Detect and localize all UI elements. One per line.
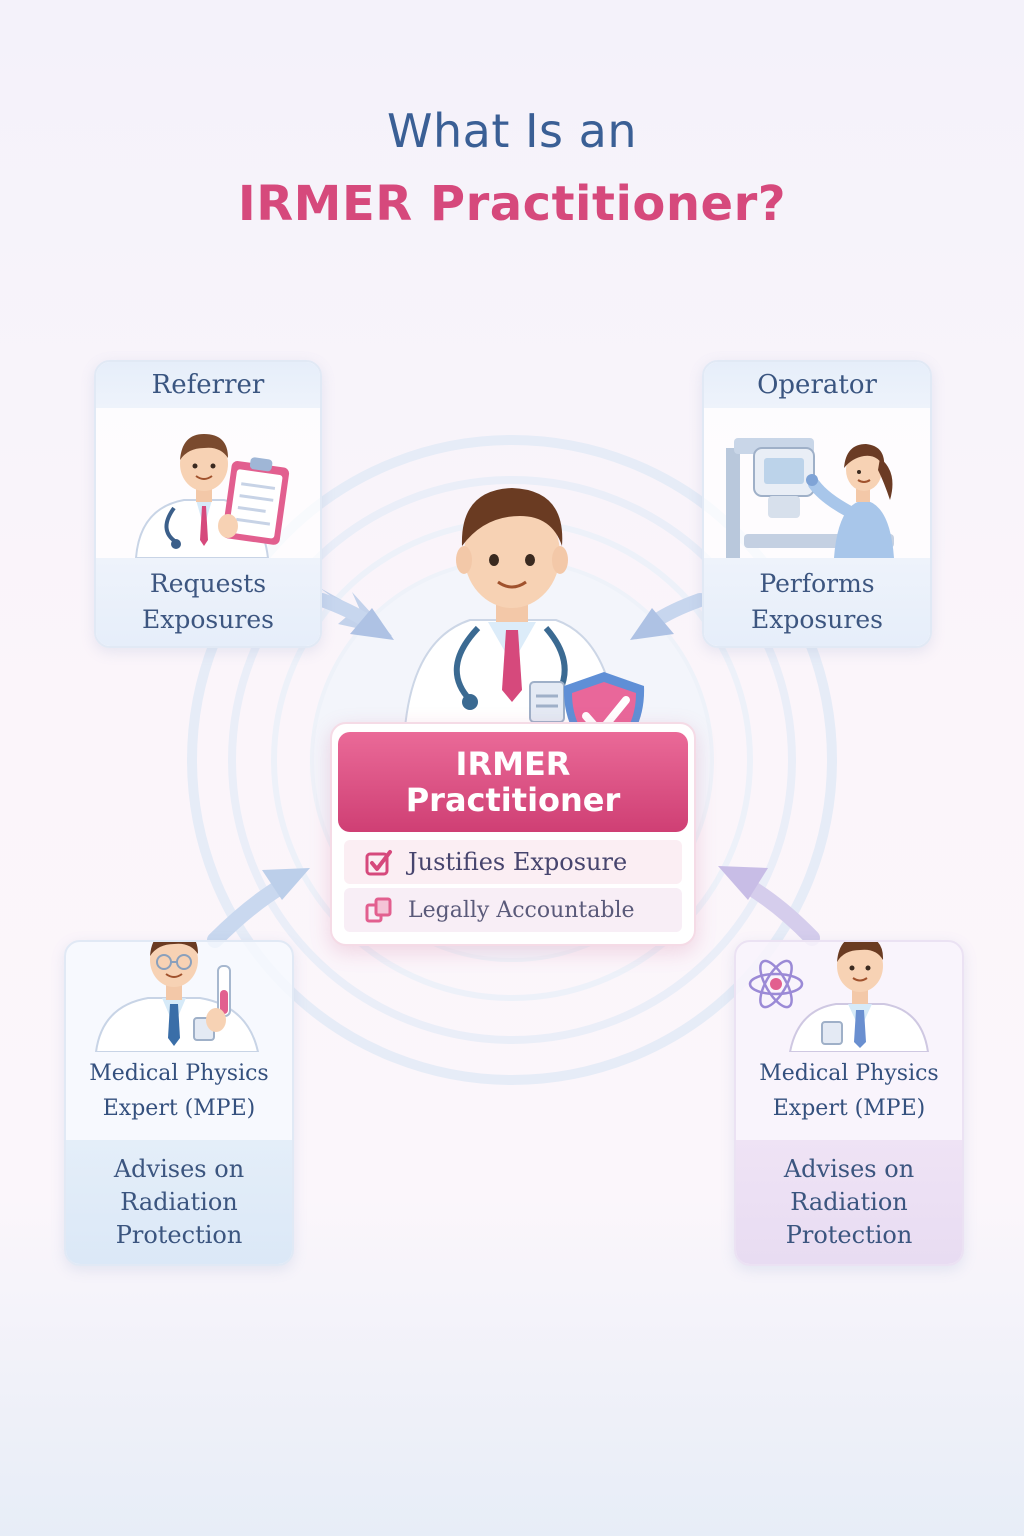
title-line-2: IRMER Practitioner? [237, 176, 787, 232]
mpe-right-title-line-1: Medical Physics [759, 1061, 939, 1086]
duty-text: Legally Accountable [408, 897, 635, 923]
physicist-atom-icon [748, 942, 930, 1052]
operator-desc-line-1: Performs [759, 569, 875, 598]
operator-desc-line-2: Exposures [751, 605, 883, 634]
mpe-left-title-line-2: Expert (MPE) [102, 1096, 256, 1121]
arrow-from-mpe-right [718, 866, 820, 946]
radiographer-scanner-icon [726, 438, 894, 558]
operator-description: Performs Exposures [704, 558, 930, 646]
mpe-right-desc-line-3: Protection [785, 1220, 913, 1249]
duty-justifies-exposure: Justifies Exposure [344, 840, 682, 884]
arrow-from-mpe-left [207, 868, 310, 948]
referrer-desc-line-2: Exposures [142, 605, 274, 634]
referrer-card: Referrer Requests Exposures [94, 360, 322, 648]
mpe-right-description: Advises on Radiation Protection [736, 1140, 962, 1264]
mpe-right-title: Medical Physics Expert (MPE) [736, 1056, 962, 1126]
irmer-label-line-1: IRMER [455, 745, 571, 783]
mpe-left-desc-line-3: Protection [115, 1220, 243, 1249]
title-line-1: What Is an [387, 104, 637, 158]
mpe-right-card: Medical Physics Expert (MPE) Advises on … [734, 940, 964, 1266]
doctor-clipboard-icon [134, 434, 290, 558]
mpe-right-desc-line-2: Radiation [790, 1187, 908, 1216]
referrer-desc-line-1: Requests [149, 569, 267, 598]
scientist-testtube-icon [94, 942, 260, 1052]
operator-card: Operator Performs Exposures [702, 360, 932, 648]
accountability-icon [365, 897, 392, 923]
referrer-title: Referrer [96, 362, 320, 408]
mpe-left-card: Medical Physics Expert (MPE) Advises on … [64, 940, 294, 1266]
arrow-from-operator [630, 593, 707, 640]
arrow-from-referrer [315, 588, 394, 640]
atom-icon [748, 959, 804, 1009]
irmer-practitioner-label: IRMER Practitioner [338, 732, 688, 832]
irmer-label-line-2: Practitioner [405, 781, 621, 819]
operator-title: Operator [704, 362, 930, 408]
mpe-left-desc-line-1: Advises on [113, 1154, 245, 1183]
duty-text: Justifies Exposure [408, 848, 628, 876]
mpe-right-desc-line-1: Advises on [783, 1154, 915, 1183]
doctor-figure [402, 488, 620, 741]
mpe-left-title: Medical Physics Expert (MPE) [66, 1056, 292, 1126]
mpe-right-title-line-2: Expert (MPE) [772, 1096, 926, 1121]
checkbox-check-icon [365, 850, 392, 876]
referrer-description: Requests Exposures [96, 558, 320, 646]
irmer-practitioner-box: IRMER Practitioner Justifies Exposure Le… [330, 722, 696, 946]
mpe-left-title-line-1: Medical Physics [89, 1061, 269, 1086]
mpe-left-desc-line-2: Radiation [120, 1187, 238, 1216]
duty-legally-accountable: Legally Accountable [344, 888, 682, 932]
mpe-left-description: Advises on Radiation Protection [66, 1140, 292, 1264]
